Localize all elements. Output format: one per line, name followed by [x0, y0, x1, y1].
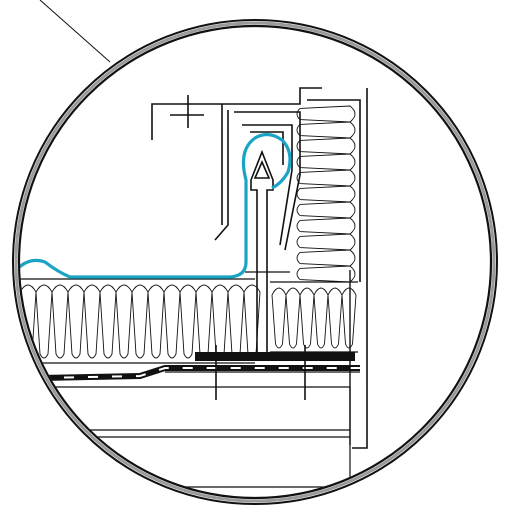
bulb-flashing [245, 149, 290, 360]
upstand-insulation [270, 281, 358, 353]
vapour-barrier [39, 352, 360, 381]
detail-circle [12, 19, 498, 505]
leader-line [39, 0, 111, 63]
metal-flashing [151, 87, 322, 251]
detail-content [20, 87, 368, 490]
wall-insulation [296, 105, 356, 283]
deck-layers [30, 386, 351, 490]
waterproof-membrane [20, 132, 292, 279]
fasteners [200, 345, 321, 400]
roof-insulation [20, 278, 261, 364]
